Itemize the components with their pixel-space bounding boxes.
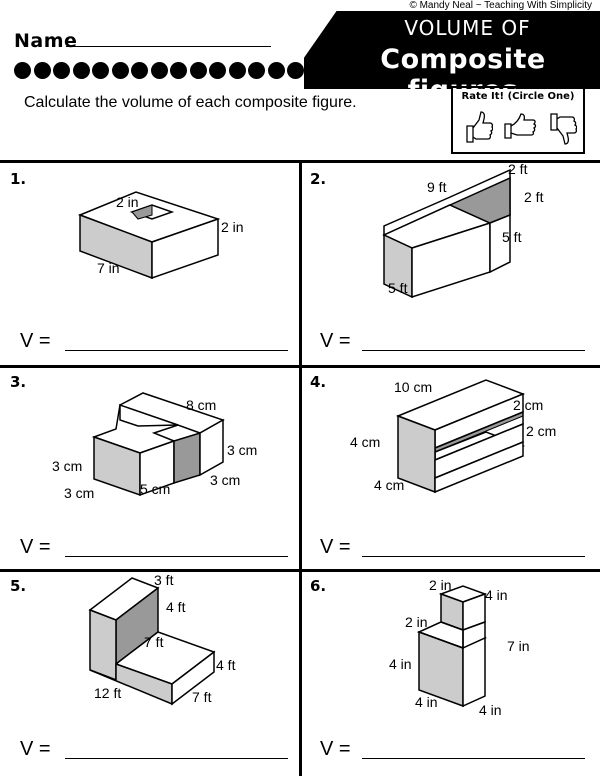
problem-1-number: 1.	[10, 170, 27, 188]
problem-6-v-label: V =	[320, 738, 351, 760]
problem-5-dim-6: 7 ft	[192, 689, 212, 705]
problem-4-dim-2: 2 cm	[513, 397, 543, 413]
problem-6-dim-5: 4 in	[389, 656, 412, 672]
problem-5-dim-2: 4 ft	[166, 599, 186, 615]
problem-6-dim-6: 4 in	[415, 694, 438, 710]
problem-4-dim-1: 10 cm	[394, 379, 432, 395]
problem-4-dim-5: 4 cm	[374, 477, 404, 493]
grid-divider-top	[0, 160, 600, 163]
thumbs-sideways-icon[interactable]	[503, 110, 537, 144]
copyright-text: © Mandy Neal ~ Teaching With Simplicity	[409, 0, 592, 11]
problem-3-dim-5: 5 cm	[140, 481, 170, 497]
problem-3-v-label: V =	[20, 536, 51, 558]
problem-2-dim-3: 2 ft	[524, 189, 544, 205]
problem-3-dim-2: 3 cm	[227, 442, 257, 458]
problem-6-dim-4: 7 in	[507, 638, 530, 654]
title-line2: Composite figures	[380, 44, 546, 106]
problem-5-answer-line[interactable]	[65, 758, 288, 759]
problem-5-figure: 3 ft 4 ft 7 ft 4 ft 12 ft 7 ft	[88, 572, 236, 706]
thumbs-up-icon[interactable]	[463, 110, 493, 146]
problem-2-dim-5: 5 ft	[388, 280, 408, 296]
problem-3-answer-line[interactable]	[65, 556, 288, 557]
name-label: Name	[14, 30, 78, 52]
rate-it-box: Rate It! (Circle One)	[451, 86, 585, 154]
problem-4-number: 4.	[310, 373, 327, 391]
problem-2-v-label: V =	[320, 330, 351, 352]
problem-1-dim-3: 7 in	[97, 260, 120, 276]
problem-2-answer-line[interactable]	[362, 350, 585, 351]
problem-6-dim-7: 4 in	[479, 702, 502, 718]
problem-1-answer-line[interactable]	[65, 350, 288, 351]
problem-3-dim-1: 8 cm	[186, 397, 216, 413]
thumbs-down-icon[interactable]	[547, 110, 577, 146]
problem-1-dim-2: 2 in	[221, 219, 244, 235]
rate-it-label: Rate It! (Circle One)	[461, 91, 575, 102]
problem-1-figure: 2 in 2 in 7 in	[77, 191, 244, 280]
problem-2-dim-1: 2 ft	[508, 161, 528, 177]
problem-2-figure: 2 ft 9 ft 2 ft 5 ft 5 ft	[382, 161, 544, 299]
problem-2-dim-2: 9 ft	[427, 179, 447, 195]
instructions: Calculate the volume of each composite f…	[24, 94, 357, 111]
problem-3-figure: 8 cm 3 cm 3 cm 3 cm 5 cm 3 cm	[52, 392, 257, 501]
grid-divider-vertical	[299, 162, 302, 776]
problem-3-dim-6: 3 cm	[64, 485, 94, 501]
problem-4-dim-4: 4 cm	[350, 434, 380, 450]
problem-5-dim-1: 3 ft	[154, 572, 174, 588]
problem-5-dim-3: 7 ft	[144, 634, 164, 650]
problem-6-dim-2: 4 in	[485, 587, 508, 603]
problem-2-dim-4: 5 ft	[502, 229, 522, 245]
problem-5-v-label: V =	[20, 738, 51, 760]
title-banner	[304, 11, 600, 89]
problem-1-v-label: V =	[20, 330, 51, 352]
problem-4-v-label: V =	[320, 536, 351, 558]
problem-6-figure: 2 in 4 in 2 in 7 in 4 in 4 in 4 in	[389, 577, 530, 718]
problem-3-dim-3: 3 cm	[52, 458, 82, 474]
problem-5-number: 5.	[10, 577, 27, 595]
problem-5-dim-4: 4 ft	[216, 657, 236, 673]
problem-6-dim-3: 2 in	[405, 614, 428, 630]
title-line1: VOLUME OF	[404, 16, 531, 40]
problem-4-answer-line[interactable]	[362, 556, 585, 557]
decorative-dots	[14, 62, 304, 79]
problem-4-dim-3: 2 cm	[526, 423, 556, 439]
problem-3-dim-4: 3 cm	[210, 472, 240, 488]
problem-2-number: 2.	[310, 170, 327, 188]
problem-3-number: 3.	[10, 373, 27, 391]
problem-6-dim-1: 2 in	[429, 577, 452, 593]
problem-5-dim-5: 12 ft	[94, 685, 121, 701]
name-input-line[interactable]	[66, 46, 271, 47]
problem-6-number: 6.	[310, 577, 327, 595]
problem-4-figure: 10 cm 2 cm 2 cm 4 cm 4 cm	[350, 379, 556, 494]
problem-1-dim-1: 2 in	[116, 194, 139, 210]
problem-6-answer-line[interactable]	[362, 758, 585, 759]
